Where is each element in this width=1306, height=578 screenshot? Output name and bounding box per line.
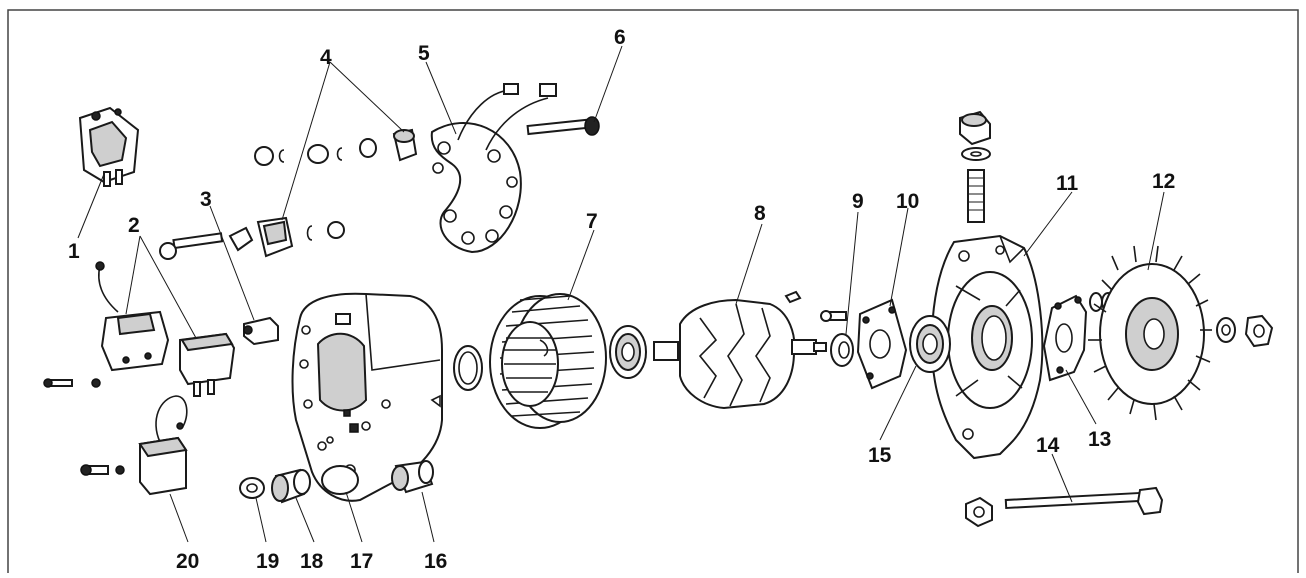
part-20-capacitor (80, 395, 188, 496)
part-3-terminal (243, 316, 279, 346)
part-10-cover-plate (856, 298, 908, 390)
bolt-long-upper-left (159, 232, 224, 260)
label-14: 14 (1036, 434, 1060, 457)
bolt-small-near-9 (820, 310, 847, 322)
part-2-brush-holder (95, 261, 236, 397)
part-11-drive-end-housing (930, 234, 1044, 460)
label-15: 15 (868, 444, 892, 467)
stud-nut-washer-top (959, 110, 991, 223)
callout-numbers: 1 2 3 4 5 6 7 8 9 10 11 12 13 14 15 16 1… (68, 26, 1175, 573)
label-11: 11 (1056, 172, 1079, 195)
part-7-stator (489, 293, 607, 429)
label-9: 9 (852, 190, 864, 213)
label-18: 18 (300, 550, 324, 573)
label-3: 3 (200, 188, 212, 211)
o-ring (453, 345, 483, 391)
label-4: 4 (320, 46, 332, 69)
part-14-through-bolt (965, 486, 1164, 528)
bearing-slip-ring-end (609, 325, 647, 379)
label-20: 20 (176, 550, 199, 573)
label-2: 2 (128, 214, 140, 237)
part-1-regulator-cap (78, 106, 140, 187)
label-19: 19 (256, 550, 279, 573)
part-9-spacer (830, 333, 854, 367)
part-5-rectifier-plate (430, 83, 557, 254)
label-6: 6 (614, 26, 626, 49)
leader-lines (77, 45, 1165, 543)
screw-small-left (43, 378, 101, 388)
part-12-fan (1088, 245, 1212, 421)
part-4-fasteners-mid-row (228, 216, 345, 258)
part-18-sleeve (271, 468, 311, 504)
label-17: 17 (350, 550, 373, 573)
label-13: 13 (1088, 428, 1111, 451)
label-8: 8 (754, 202, 766, 225)
part-17-slip-ring-housing (291, 292, 443, 502)
leader-lines-4 (281, 61, 405, 221)
part-16-bush (391, 460, 434, 494)
label-1: 1 (68, 240, 80, 263)
part-19-ring (239, 477, 265, 499)
part-13-retaining-plate (1042, 294, 1088, 382)
label-12: 12 (1152, 170, 1175, 193)
label-7: 7 (586, 210, 598, 233)
label-10: 10 (896, 190, 919, 213)
part-8-rotor (653, 290, 827, 410)
diagram-frame (7, 9, 1299, 578)
part-15-bearing (909, 315, 951, 373)
label-16: 16 (424, 550, 447, 573)
label-5: 5 (418, 42, 430, 65)
washer-nut-right (1216, 314, 1274, 348)
part-6-bolt (526, 116, 600, 136)
part-4-fasteners-top-row (254, 128, 418, 166)
